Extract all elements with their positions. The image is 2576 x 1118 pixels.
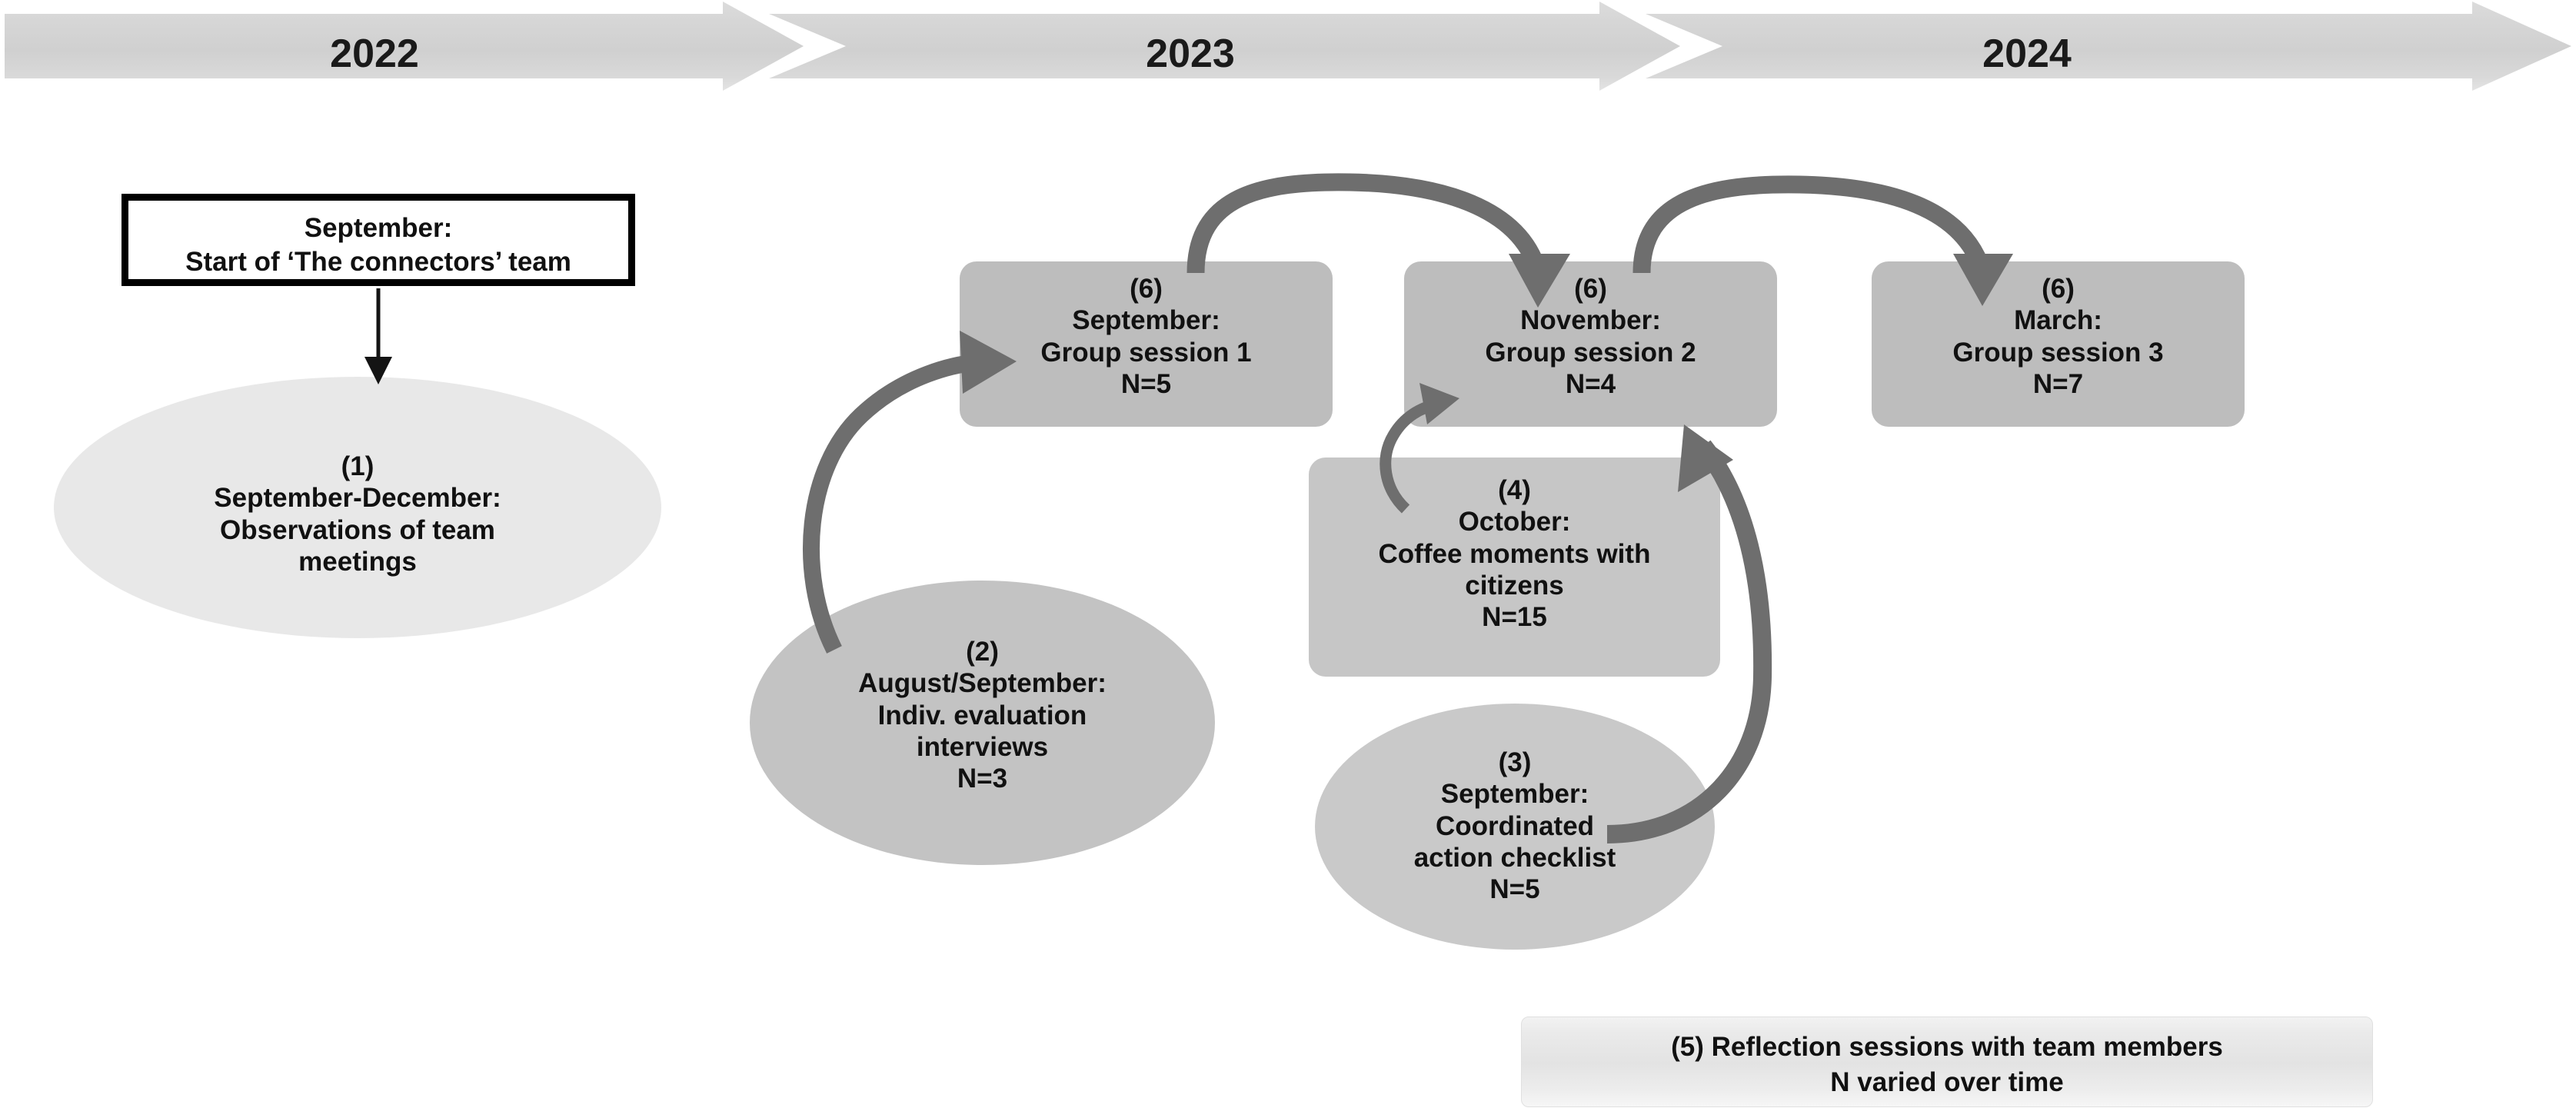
coffee-line-4: citizens [1465,570,1564,601]
coffee-line-5: N=15 [1482,602,1547,633]
interviews-line-1: (2) [966,637,999,667]
start-box-text: September: Start of ‘The connectors’ tea… [128,211,628,279]
coffee-line-3: Coffee moments with [1378,538,1651,569]
start-box-line-2: Start of ‘The connectors’ team [185,247,571,278]
reflection-text: (5) Reflection sessions with team member… [1522,1030,2372,1100]
node-coffee-moments: (4) October: Coffee moments with citizen… [1309,458,1720,677]
checklist-line-1: (3) [1498,747,1532,777]
observations-line-2: September-December: [214,483,501,514]
interviews-line-3: Indiv. evaluation [877,700,1087,730]
session-1-line-2: September: [1072,305,1220,336]
timeline-arrow-band [5,2,2571,91]
timeline-segment-2023 [769,2,1680,91]
session-1-line-3: Group session 1 [1040,337,1252,368]
session-2-line-3: Group session 2 [1485,337,1696,368]
observations-text: (1) September-December: Observations of … [54,451,661,577]
node-group-session-3: (6) March: Group session 3 N=7 [1872,261,2245,427]
session-2-line-2: November: [1520,305,1661,336]
node-start-box: September: Start of ‘The connectors’ tea… [121,194,635,286]
session-2-line-1: (6) [1574,274,1607,304]
timeline-year-2024: 2024 [1982,32,2072,76]
reflection-line-1: (5) Reflection sessions with team member… [1671,1032,2223,1062]
session-2-text: (6) November: Group session 2 N=4 [1404,273,1777,400]
observations-line-4: meetings [298,546,417,577]
session-3-line-1: (6) [2042,274,2075,304]
timeline-segment-2024 [1646,2,2571,91]
start-box-line-1: September: [304,213,453,243]
session-1-line-1: (6) [1130,274,1163,304]
session-1-text: (6) September: Group session 1 N=5 [960,273,1333,400]
interviews-line-4: interviews [916,731,1049,762]
node-reflection-sessions: (5) Reflection sessions with team member… [1521,1017,2373,1107]
observations-line-1: (1) [341,451,374,481]
coffee-line-1: (4) [1498,475,1531,505]
node-checklist: (3) September: Coordinated action checkl… [1315,704,1715,950]
reflection-line-2: N varied over time [1830,1066,2064,1097]
checklist-line-5: N=5 [1489,874,1540,905]
interviews-line-5: N=3 [957,764,1008,794]
session-3-line-3: Group session 3 [1952,337,2164,368]
checklist-line-2: September: [1440,779,1589,810]
session-1-line-4: N=5 [1120,368,1172,399]
connector-start-box-to-observations [364,288,392,384]
session-3-line-4: N=7 [2032,368,2084,399]
session-2-line-4: N=4 [1565,368,1616,399]
checklist-line-3: Coordinated [1435,810,1595,841]
node-observations: (1) September-December: Observations of … [54,377,661,638]
session-3-line-2: March: [2014,305,2102,336]
checklist-line-4: action checklist [1413,842,1616,873]
timeline-year-2023: 2023 [1146,32,1235,76]
timeline-year-2022: 2022 [330,32,419,76]
node-interviews: (2) August/September: Indiv. evaluation … [750,581,1215,865]
session-3-text: (6) March: Group session 3 N=7 [1872,273,2245,400]
observations-line-3: Observations of team [220,514,495,545]
coffee-text: (4) October: Coffee moments with citizen… [1309,474,1720,633]
coffee-line-2: October: [1458,507,1571,537]
node-group-session-2: (6) November: Group session 2 N=4 [1404,261,1777,427]
node-group-session-1: (6) September: Group session 1 N=5 [960,261,1333,427]
interviews-line-2: August/September: [858,668,1107,699]
interviews-text: (2) August/September: Indiv. evaluation … [750,636,1215,794]
checklist-text: (3) September: Coordinated action checkl… [1315,747,1715,905]
timeline-segment-2022 [5,2,804,91]
